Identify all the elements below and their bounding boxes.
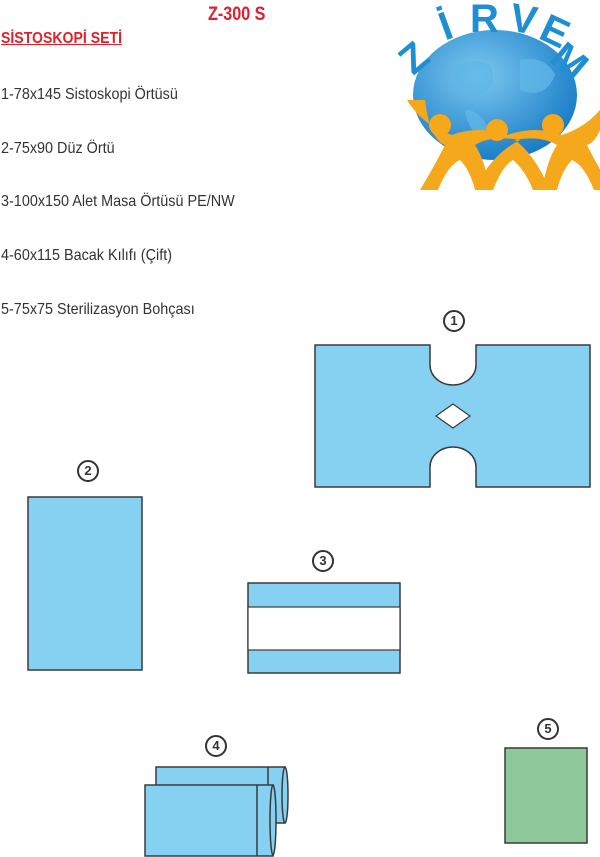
leg-cover-diagram: [144, 766, 289, 857]
diagram-number-4: 4: [205, 735, 227, 757]
zirvem-logo: Z İ R V E M: [391, 0, 600, 190]
instrument-table-cover-diagram: [247, 582, 401, 674]
list-item: 4-60x115 Bacak Kılıfı (Çift): [1, 247, 172, 264]
list-item: 1-78x145 Sistoskopi Örtüsü: [1, 86, 178, 103]
product-code: Z-300 S: [208, 4, 266, 25]
list-item: 3-100x150 Alet Masa Örtüsü PE/NW: [1, 193, 235, 210]
plain-drape-diagram: [27, 496, 143, 671]
diagram-number-3: 3: [312, 550, 334, 572]
diagram-number-5: 5: [537, 718, 559, 740]
diagram-number-2: 2: [77, 460, 99, 482]
set-title: SİSTOSKOPİ SETİ: [1, 30, 123, 47]
list-item: 2-75x90 Düz Örtü: [1, 140, 115, 157]
fenestration-diamond: [434, 403, 472, 429]
sterilization-wrap-diagram: [504, 747, 588, 844]
svg-text:R: R: [470, 0, 499, 41]
diagram-number-1: 1: [443, 310, 465, 332]
list-item: 5-75x75 Sterilizasyon Bohçası: [1, 301, 195, 318]
